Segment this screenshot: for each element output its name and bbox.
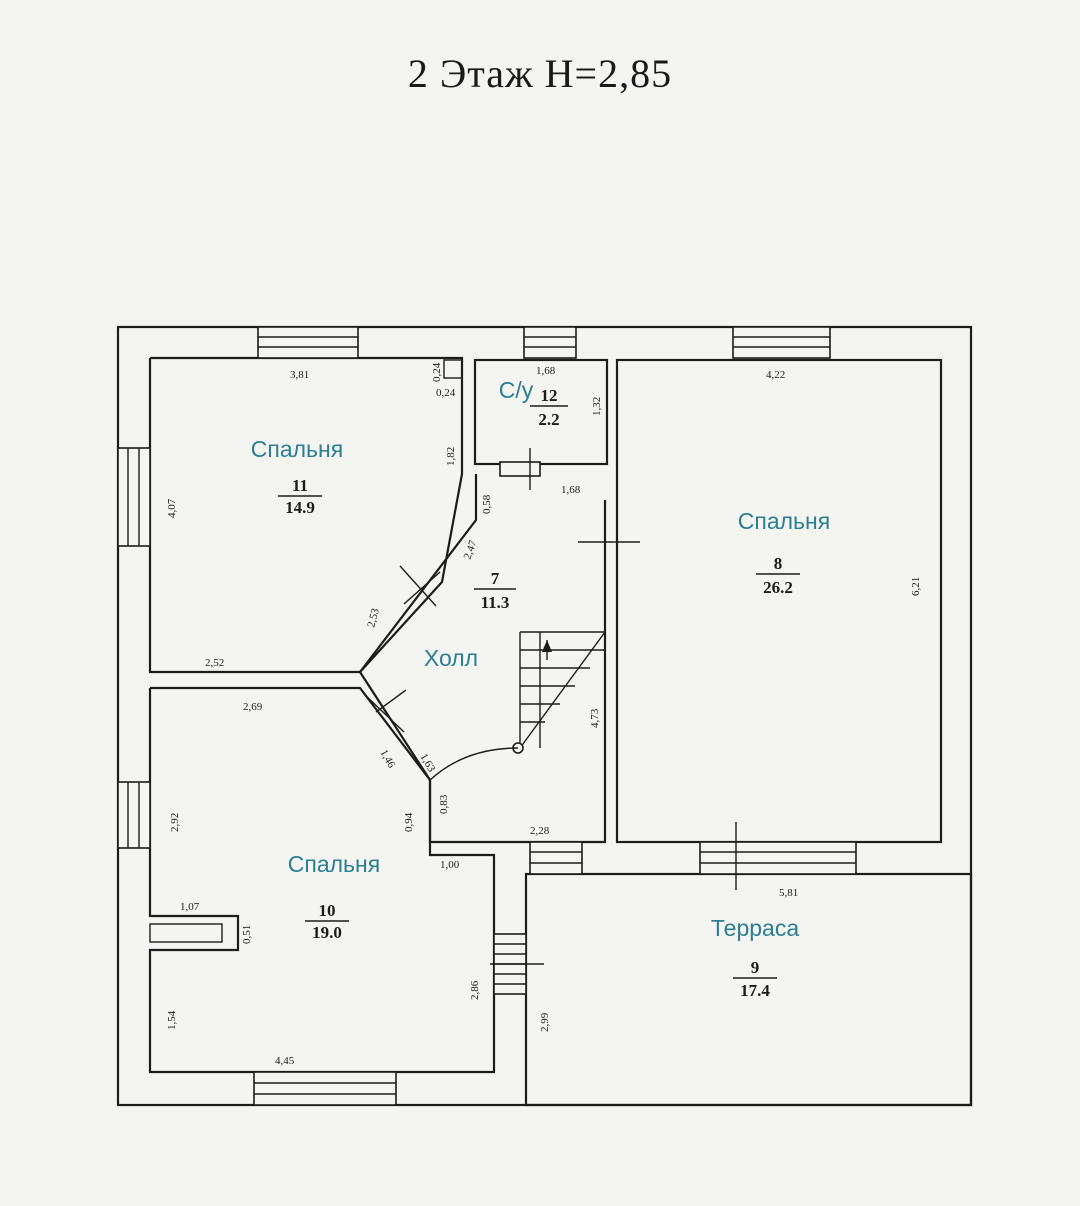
room-number-11: 11 (292, 476, 308, 495)
dimension-label: 1,46 (377, 748, 397, 771)
dimension-label: 0,83 (438, 794, 450, 814)
dimension-label: 4,07 (166, 498, 178, 518)
dimension-label: 5,81 (779, 887, 798, 899)
dimension-label: 0,51 (241, 925, 253, 944)
dimension-label: 6,21 (910, 577, 922, 596)
room-name-7: Холл (424, 645, 478, 671)
dimension-label: 2,47 (462, 538, 480, 561)
dimension-label: 2,99 (539, 1012, 551, 1032)
dimension-label: 0,24 (436, 387, 456, 399)
dimension-label: 4,22 (766, 369, 785, 381)
column-11 (443, 359, 463, 379)
dimension-label: 2,86 (469, 980, 481, 1000)
room-name-9: Терраса (711, 915, 799, 941)
dimension-label: 0,58 (481, 494, 493, 514)
dimension-label: 0,24 (431, 362, 443, 382)
staircase (429, 631, 606, 781)
room-area-7: 11.3 (481, 593, 510, 612)
room-name-11: Спальня (251, 436, 343, 462)
room-7-walls (358, 474, 607, 844)
room-area-11: 14.9 (285, 498, 315, 517)
dimension-label: 2,53 (365, 607, 382, 629)
dimension-label: 1,68 (536, 365, 556, 377)
room-8-walls (615, 358, 943, 844)
page-title: 2 Этаж Н=2,85 (407, 51, 673, 96)
dimension-label: 3,81 (290, 369, 309, 381)
dimension-label: 2,28 (530, 825, 550, 837)
dimension-label: 1,68 (561, 484, 581, 496)
room-area-9: 17.4 (740, 981, 770, 1000)
vent-shaft (149, 923, 223, 943)
dimension-label: 1,63 (417, 752, 437, 775)
dimension-label: 1,32 (591, 397, 603, 416)
room-number-12: 12 (541, 386, 558, 405)
room-area-12: 2.2 (538, 410, 559, 429)
outer-wall (116, 325, 973, 1107)
room-11-walls (148, 356, 464, 674)
room-number-7: 7 (491, 569, 500, 588)
dimension-label: 4,45 (275, 1055, 295, 1067)
dimension-label: 2,92 (169, 813, 181, 832)
room-area-8: 26.2 (763, 578, 793, 597)
dimension-label: 0,94 (403, 812, 415, 832)
room-name-10: Спальня (288, 851, 380, 877)
room-name-12: С/у (499, 377, 534, 403)
room-area-10: 19.0 (312, 923, 342, 942)
dimension-label: 1,54 (166, 1010, 178, 1030)
room-10-walls (148, 686, 496, 1074)
room-name-8: Спальня (738, 508, 830, 534)
room-12-walls (473, 358, 609, 466)
dimension-label: 4,73 (589, 708, 601, 728)
room-number-8: 8 (774, 554, 783, 573)
doors (363, 448, 737, 965)
windows (117, 326, 857, 1106)
dimension-label: 2,69 (243, 701, 263, 713)
dimension-label: 1,07 (180, 901, 200, 913)
room-names: Спальня С/у Спальня Холл Спальня Терраса (251, 377, 830, 941)
room-number-9: 9 (751, 958, 760, 977)
dimension-label: 2,52 (205, 657, 224, 669)
room-tags: 11 14.9 12 2.2 8 26.2 7 11.3 10 19.0 9 1… (278, 386, 800, 1000)
dimension-label: 1,82 (445, 447, 457, 466)
dimension-label: 1,00 (440, 859, 460, 871)
room-number-10: 10 (319, 901, 336, 920)
